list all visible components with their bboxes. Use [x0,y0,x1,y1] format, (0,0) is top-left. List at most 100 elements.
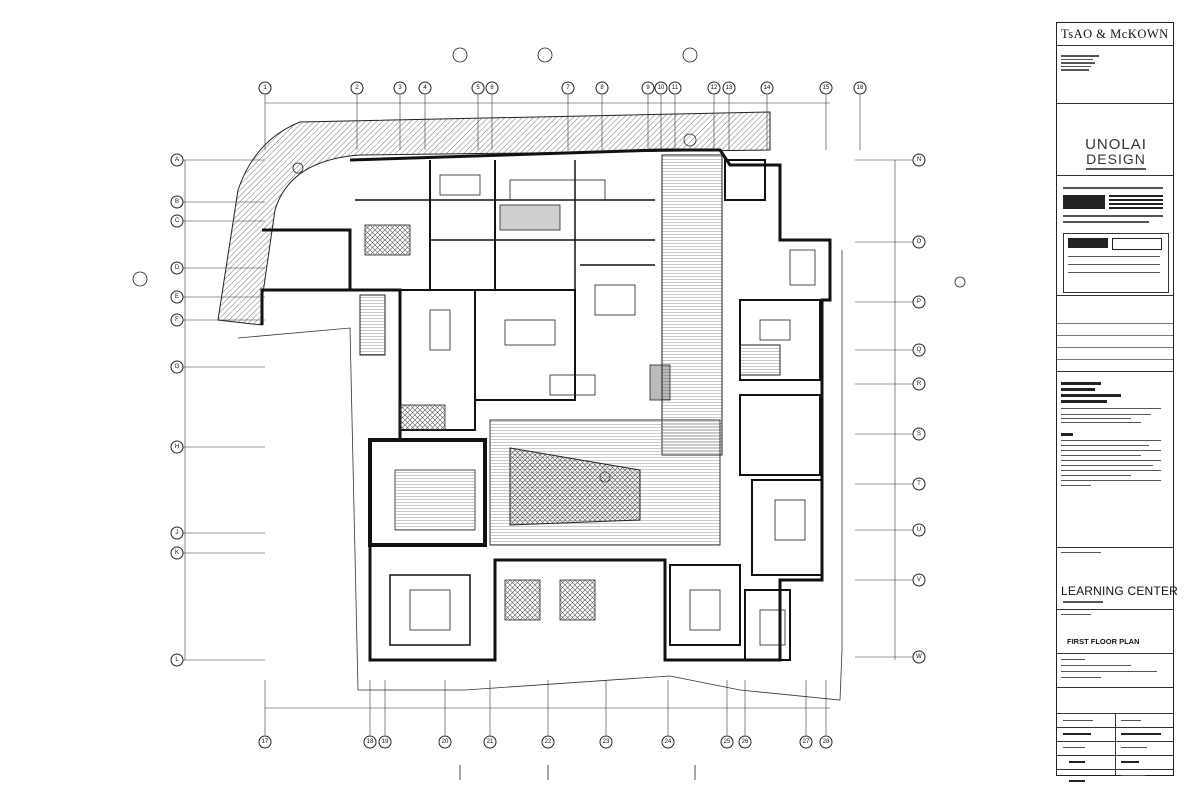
client-logo-box [1063,233,1169,293]
svg-text:K: K [175,550,179,556]
svg-text:4: 4 [423,85,427,91]
grid-bubble-bottom: 23 [599,735,613,749]
grid-bubble-right: T [912,477,926,491]
svg-text:17: 17 [262,739,269,745]
svg-text:T: T [917,481,921,487]
grid-bubble-top: 12 [707,81,721,95]
courtyard [489,419,721,546]
grid-bubble-top: 7 [561,81,575,95]
firm-address-block [1061,53,1099,73]
grid-bubble-left: D [170,261,184,275]
svg-text:2: 2 [355,85,359,91]
main-stair [359,154,781,456]
grid-bubble-top: 9 [641,81,655,95]
svg-text:C: C [175,218,180,224]
svg-text:8: 8 [600,85,604,91]
svg-text:6: 6 [490,85,494,91]
svg-text:14: 14 [764,85,771,91]
svg-text:B: B [175,199,179,205]
grid-bubble-top: 2 [350,81,364,95]
grid-bubble-top: 6 [485,81,499,95]
grid-bubble-left: J [170,526,184,540]
svg-text:15: 15 [823,85,830,91]
svg-text:12: 12 [711,85,718,91]
svg-text:5: 5 [476,85,480,91]
svg-text:W: W [916,654,922,660]
project-title: LEARNING CENTER [1061,584,1179,598]
grid-bubble-right: V [912,573,926,587]
svg-text:E: E [175,294,179,300]
grid-bubble-bottom: 18 [363,735,377,749]
svg-text:N: N [917,157,921,163]
grid-bubble-top: 14 [760,81,774,95]
svg-text:V: V [917,577,921,583]
grid-bubble-top: 1 [258,81,272,95]
grid-bubble-top: 4 [418,81,432,95]
grid-bubble-bottom: 25 [720,735,734,749]
svg-text:O: O [917,239,922,245]
grid-bubble-left: K [170,546,184,560]
grid-bubble-bottom: 24 [661,735,675,749]
svg-text:U: U [917,527,921,533]
grid-bubble-right: S [912,427,926,441]
notes-block [1061,379,1169,490]
section-markers [132,47,966,780]
svg-text:Q: Q [917,347,922,353]
grid-bubble-top: 8 [595,81,609,95]
svg-text:11: 11 [672,85,679,91]
svg-text:H: H [175,444,179,450]
consultant-logos [1063,185,1167,235]
svg-text:3: 3 [398,85,402,91]
svg-text:19: 19 [382,739,389,745]
svg-text:23: 23 [603,739,610,745]
svg-text:L: L [175,657,179,663]
svg-text:21: 21 [487,739,494,745]
site-boundary [237,250,843,701]
grid-bubble-top: 5 [471,81,485,95]
grid-bubble-left: L [170,653,184,667]
drawing-title: FIRST FLOOR PLAN [1067,637,1140,646]
svg-text:7: 7 [566,85,570,91]
grid-bubble-left: A [170,153,184,167]
svg-text:9: 9 [646,85,650,91]
svg-text:J: J [176,530,179,536]
svg-text:28: 28 [823,739,830,745]
svg-text:R: R [917,381,922,387]
grid-bubble-bottom: 22 [541,735,555,749]
svg-text:26: 26 [742,739,749,745]
svg-text:10: 10 [658,85,665,91]
grid-bubble-left: E [170,290,184,304]
title-block: TsAO & McKOWN UNOLAI DESIGN [1056,22,1178,782]
grid-bubble-top: 13 [722,81,736,95]
grid-bubble-bottom: 19 [378,735,392,749]
grid-bubble-right: Q [912,343,926,357]
grid-bubble-bottom: 17 [258,735,272,749]
svg-text:24: 24 [665,739,672,745]
svg-text:18: 18 [367,739,374,745]
grid-bubble-top: 11 [668,81,682,95]
grid-bubble-bottom: 27 [799,735,813,749]
firm-name: TsAO & McKOWN [1061,27,1169,41]
svg-text:1: 1 [263,85,267,91]
svg-text:D: D [175,265,180,271]
grid-bubble-right: U [912,523,926,537]
grid-lines [183,95,913,735]
grid-bubble-top: 3 [393,81,407,95]
dimension-lines [184,102,896,709]
grid-bubble-bottom: 20 [438,735,452,749]
svg-text:13: 13 [726,85,733,91]
svg-text:22: 22 [545,739,552,745]
svg-text:G: G [175,364,180,370]
grid-bubble-right: O [912,235,926,249]
building-walls [260,148,832,662]
grid-bubble-right: R [912,377,926,391]
grid-bubble-right: N [912,153,926,167]
grid-bubble-bottom: 21 [483,735,497,749]
svg-text:P: P [917,299,921,305]
grid-bubble-right: P [912,295,926,309]
svg-text:A: A [175,157,179,163]
designer-logo: UNOLAI DESIGN [1083,137,1149,179]
